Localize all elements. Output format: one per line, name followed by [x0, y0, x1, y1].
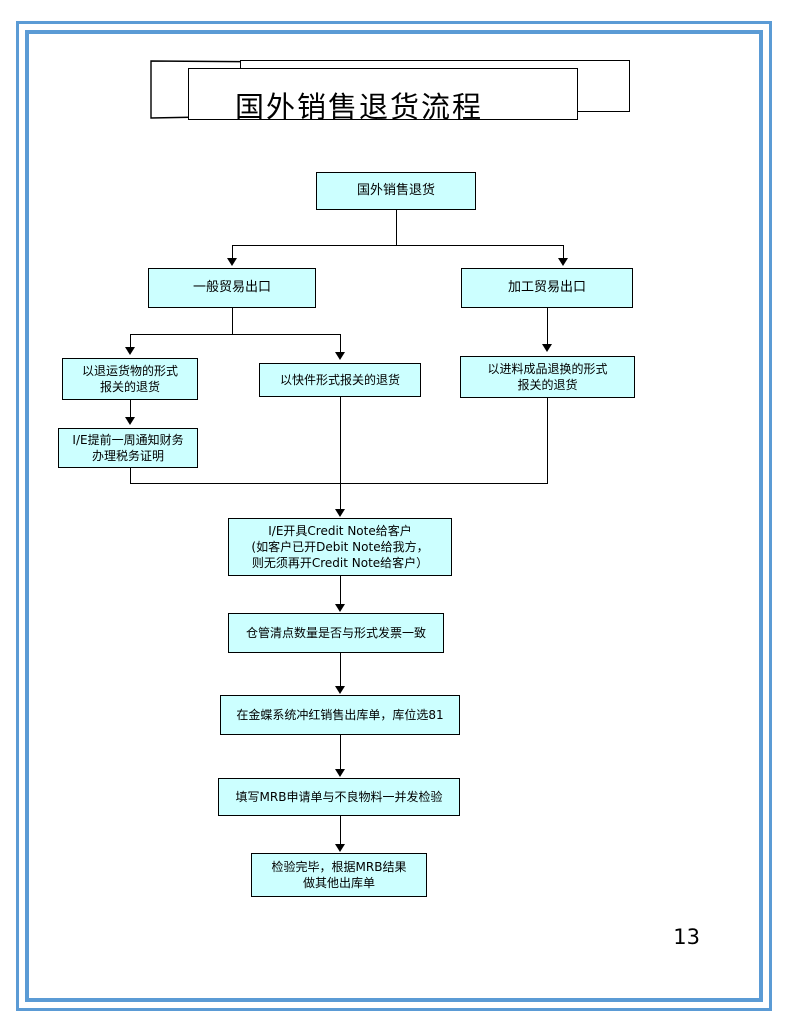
edge-to-general-drop: [232, 245, 233, 260]
edge-merge-bar: [130, 483, 548, 484]
edge-general-down: [232, 308, 233, 335]
node-kingdee-reverse-entry[interactable]: 在金蝶系统冲红销售出库单，库位选81: [220, 695, 460, 735]
arrow-to-check: [335, 604, 345, 612]
arrow-to-credit-note: [335, 509, 345, 517]
page-number: 13: [673, 925, 700, 949]
arrow-to-return1: [125, 347, 135, 355]
node-warehouse-count-check[interactable]: 仓管清点数量是否与形式发票一致: [228, 613, 444, 653]
edge-merge-to-credit: [340, 483, 341, 510]
node-return-by-material-exchange[interactable]: 以进料成品退换的形式 报关的退货: [460, 356, 635, 398]
arrow-to-ie-tax: [125, 417, 135, 425]
edge-start-split-bar: [232, 245, 563, 246]
edge-process-down: [547, 308, 548, 344]
arrow-to-return2: [335, 352, 345, 360]
node-return-by-express[interactable]: 以快件形式报关的退货: [259, 363, 421, 397]
edge-return3-down: [547, 398, 548, 484]
title-sheet-middle: [188, 68, 578, 120]
edge-return2-down: [340, 397, 341, 484]
edge-ie-tax-down: [130, 468, 131, 484]
arrow-to-mrb: [335, 769, 345, 777]
node-inspection-complete[interactable]: 检验完毕，根据MRB结果 做其他出库单: [251, 853, 427, 897]
edge-to-process-drop: [563, 245, 564, 260]
node-ie-tax-notice[interactable]: I/E提前一周通知财务 办理税务证明: [58, 428, 198, 468]
node-credit-note[interactable]: I/E开具Credit Note给客户 (如客户已开Debit Note给我方，…: [228, 518, 452, 576]
title-banner: 国外销售退货流程: [150, 60, 630, 138]
edge-credit-down: [340, 576, 341, 604]
page-title: 国外销售退货流程: [234, 90, 483, 124]
arrow-to-final: [335, 844, 345, 852]
arrow-to-kingdee: [335, 686, 345, 694]
page-border-inner: [25, 30, 763, 1002]
edge-return1-down: [130, 400, 131, 417]
edge-start-down: [396, 210, 397, 246]
node-start[interactable]: 国外销售退货: [316, 172, 476, 210]
edge-check-down: [340, 653, 341, 686]
edge-general-split-bar: [130, 334, 340, 335]
node-processing-trade-export[interactable]: 加工贸易出口: [461, 268, 633, 308]
edge-kingdee-down: [340, 735, 341, 769]
node-return-by-shipment[interactable]: 以退运货物的形式 报关的退货: [62, 358, 198, 400]
arrow-to-process: [558, 258, 568, 266]
edge-to-return2-drop: [340, 334, 341, 353]
edge-to-return1-drop: [130, 334, 131, 348]
edge-mrb-down: [340, 816, 341, 844]
arrow-to-return3: [542, 344, 552, 352]
arrow-to-general: [227, 258, 237, 266]
node-general-trade-export[interactable]: 一般贸易出口: [148, 268, 316, 308]
page-border-outer: [16, 21, 772, 1011]
node-mrb-application[interactable]: 填写MRB申请单与不良物料一并发检验: [218, 778, 460, 816]
